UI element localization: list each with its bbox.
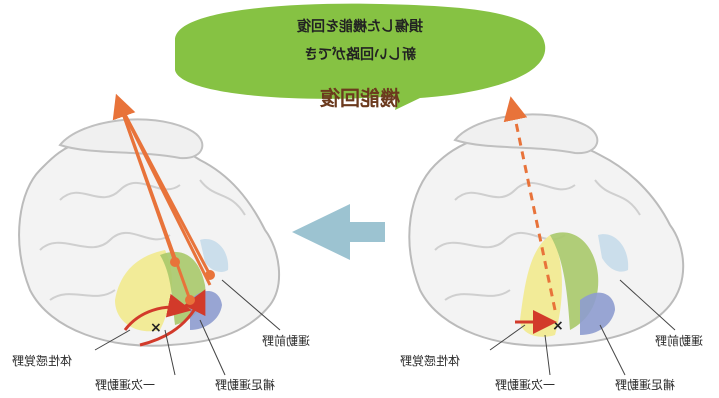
right-brain: × <box>408 96 685 376</box>
direction-arrow <box>292 204 385 260</box>
right-label-premotor: 運動前野 <box>655 334 704 348</box>
bubble-line-1: 新しい回路ができ <box>304 47 416 63</box>
left-red-arrow-1 <box>123 293 192 331</box>
right-label-primary-motor: 一次運動野 <box>495 378 556 392</box>
left-red-arrow-2 <box>139 289 206 347</box>
left-label-premotor: 運動前野 <box>262 334 311 348</box>
left-orange-arrow-4 <box>118 104 212 286</box>
right-dashed-arrow <box>503 96 557 311</box>
right-region-supplementary <box>580 292 615 335</box>
bubble-title: 機能回復 <box>320 86 400 110</box>
bubble-shape <box>175 3 546 110</box>
left-orange-arrow-3 <box>118 104 177 263</box>
right-label-supplementary-motor: 補足運動野 <box>615 378 676 392</box>
bubble-text-block: 損傷した機能を回復 新しい回路ができ 機能回復 <box>175 10 545 110</box>
right-region-premotor <box>598 234 629 272</box>
right-damage-mark: × <box>552 318 564 334</box>
left-label-somatosensory: 体性感覚野 <box>12 354 73 368</box>
left-label-supplementary-motor: 補足運動野 <box>215 378 276 392</box>
left-region-somatosensory <box>115 250 172 332</box>
right-cerebellum <box>453 113 599 155</box>
bubble-line-2: 損傷した機能を回復 <box>297 19 423 35</box>
left-brain: × <box>18 93 281 376</box>
left-damage-mark: × <box>150 320 162 336</box>
left-label-primary-motor: 一次運動野 <box>95 378 156 392</box>
right-label-somatosensory: 体性感覚野 <box>400 354 461 368</box>
left-region-premotor <box>200 239 229 273</box>
